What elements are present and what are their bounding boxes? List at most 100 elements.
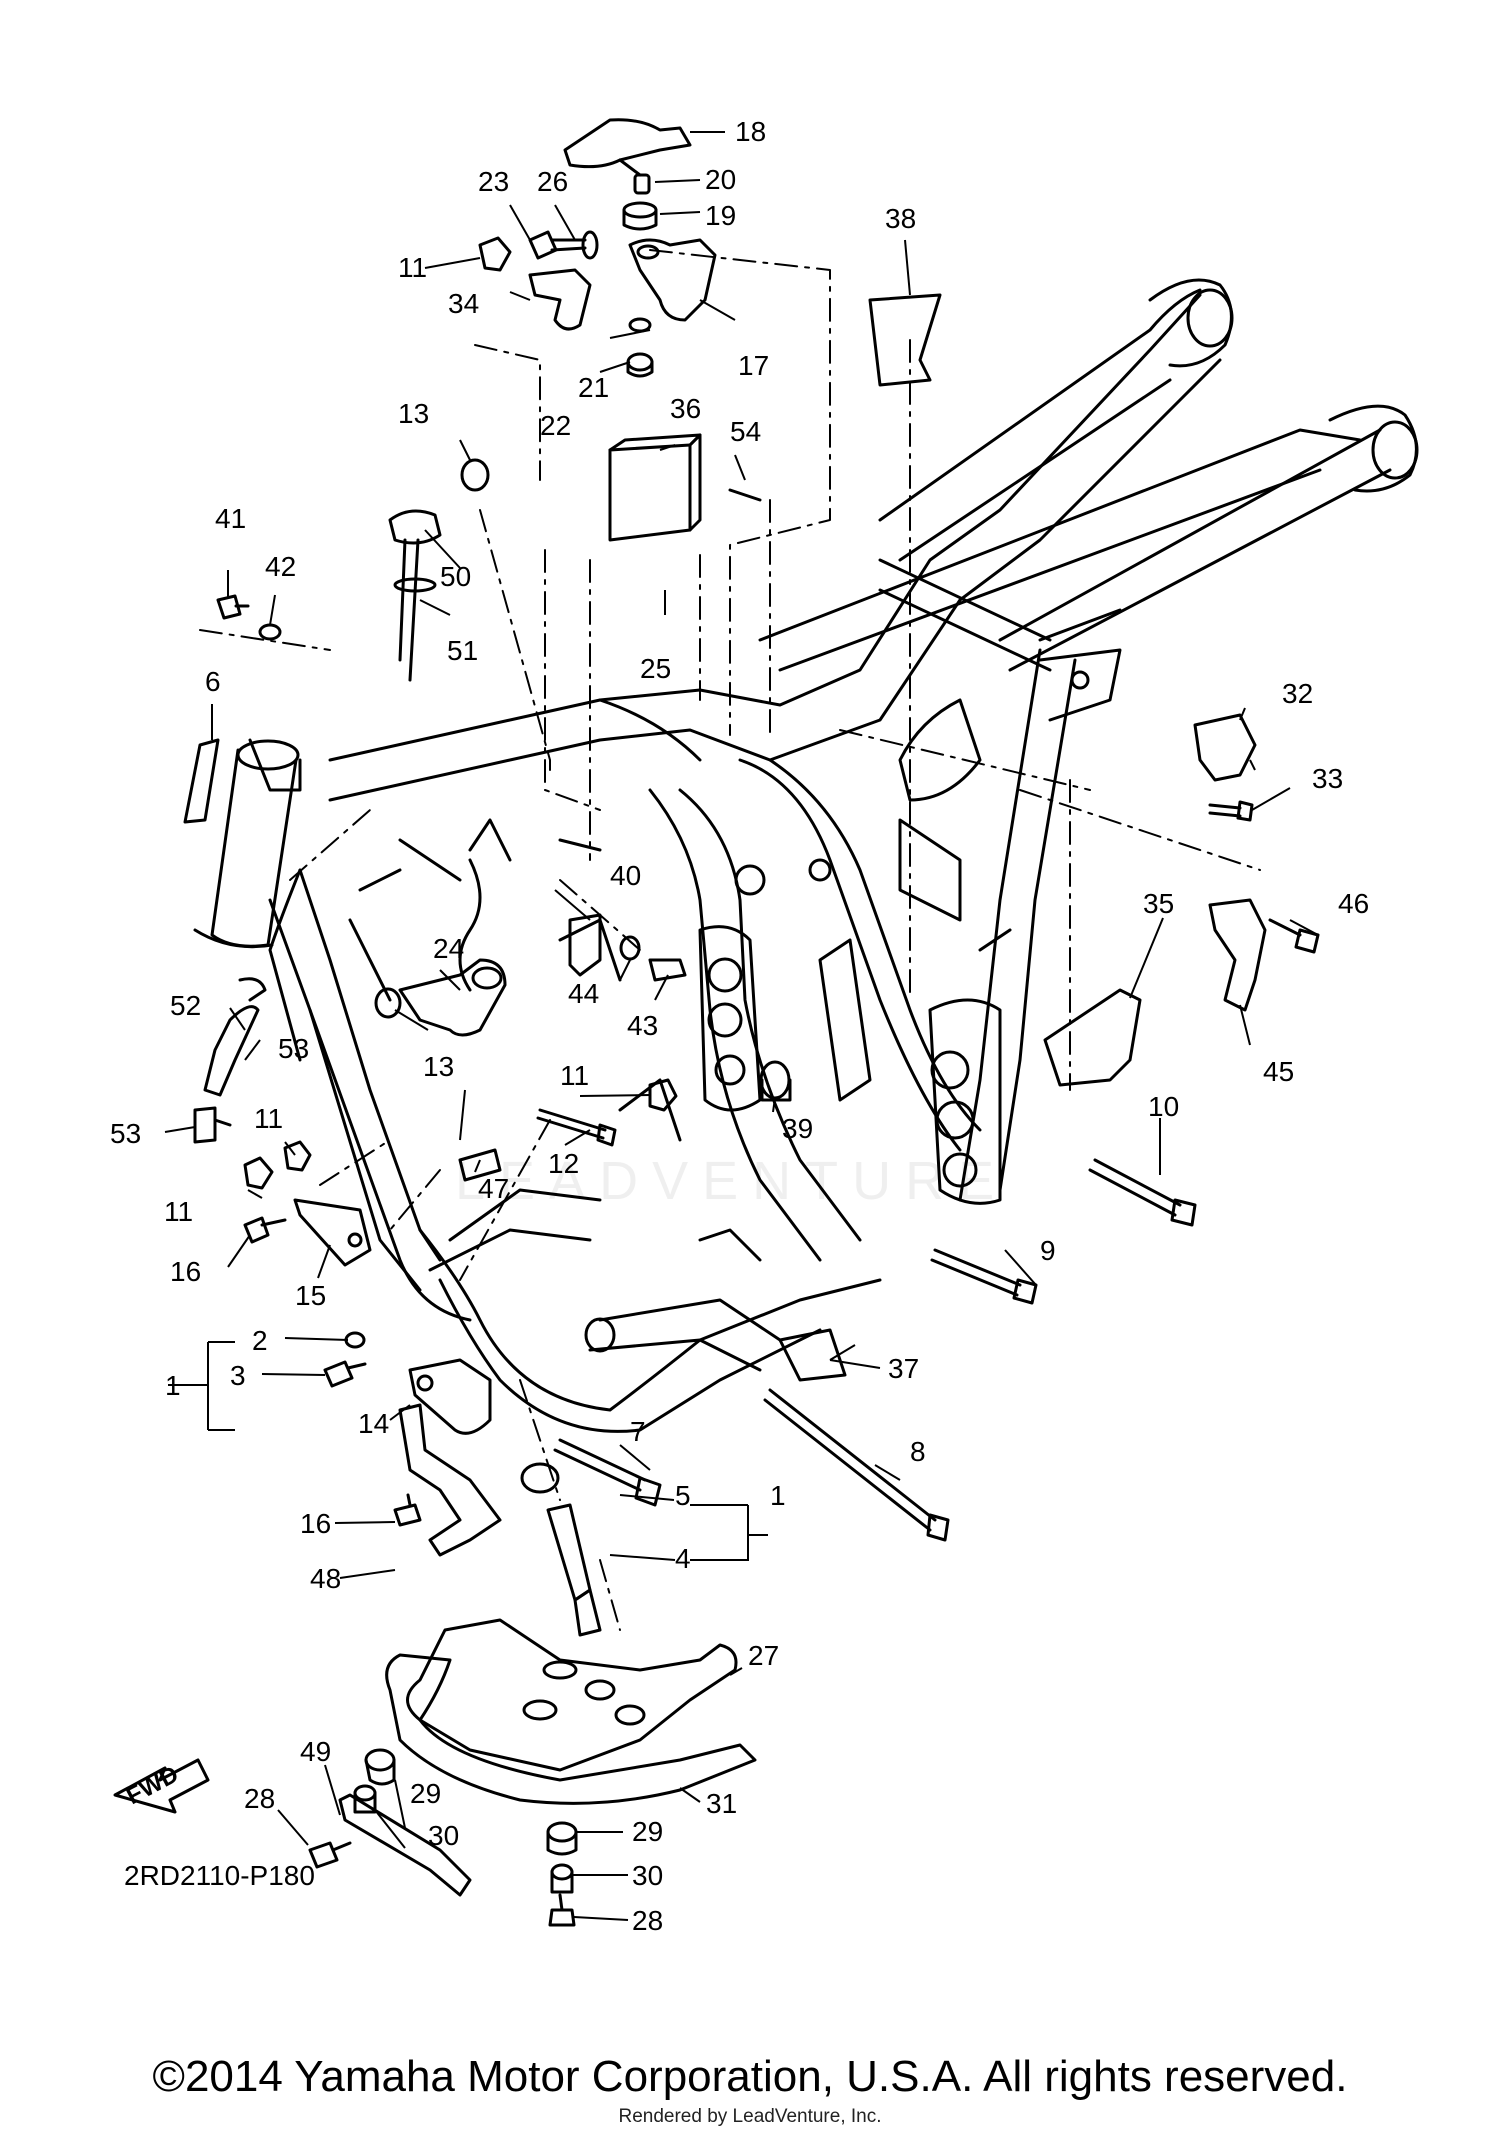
watermark: LEADVENTURE: [455, 1151, 1009, 1211]
callout-6: 6: [205, 666, 221, 697]
part-28-bolt-left: [308, 1841, 352, 1869]
callout-52: 52: [170, 990, 202, 1021]
part-5-grommet: [520, 1462, 560, 1494]
callout-16-lower: 16: [300, 1508, 332, 1539]
callout-7: 7: [630, 1416, 646, 1447]
callout-53-bottom: 53: [110, 1118, 142, 1149]
callout-51: 51: [447, 635, 479, 666]
callout-30-upper: 30: [428, 1820, 460, 1851]
part-34-bracket: [528, 268, 592, 331]
part-10-bolt: [1088, 1158, 1197, 1227]
part-26-washer: [581, 230, 599, 260]
callout-11-center: 11: [560, 1060, 590, 1091]
callout-36: 36: [670, 393, 702, 424]
part-6-sticker: [183, 738, 220, 824]
callout-32: 32: [1282, 678, 1314, 709]
part-12-bolt: [536, 1108, 617, 1147]
part-53-clamp-bottom: [193, 1106, 232, 1144]
callout-48: 48: [310, 1563, 342, 1594]
callout-14: 14: [358, 1408, 390, 1439]
callout-11-top: 11: [398, 252, 428, 283]
fwd-label: FWD: [122, 1761, 183, 1810]
callout-54: 54: [730, 416, 762, 447]
callout-26: 26: [537, 166, 569, 197]
callout-20: 20: [705, 164, 737, 195]
part-21-collar: [628, 317, 652, 333]
part-38-plate: [868, 293, 942, 387]
callout-40: 40: [610, 860, 642, 891]
callout-11-left-b: 11: [164, 1196, 194, 1227]
part-49-bracket: [338, 1793, 472, 1897]
main-frame: [193, 278, 1419, 1433]
part-29-rubber-lower: [546, 1821, 578, 1856]
part-43-bolt: [648, 958, 687, 982]
callout-13-lower: 13: [423, 1051, 455, 1082]
callout-3: 3: [230, 1360, 246, 1391]
part-35-pad: [1043, 988, 1142, 1087]
callout-50: 50: [440, 561, 472, 592]
diagram-code: 2RD2110-P180: [124, 1860, 315, 1891]
callout-13-top: 13: [398, 398, 430, 429]
fwd-arrow-icon: [113, 1758, 210, 1814]
part-13-nut-lower: [374, 987, 402, 1019]
part-20-nut: [633, 173, 651, 195]
part-11-nut-left-b: [243, 1156, 274, 1190]
callout-19: 19: [705, 200, 737, 231]
part-31-guard: [385, 1653, 757, 1805]
callout-11-left-a: 11: [254, 1103, 284, 1134]
callout-5: 5: [675, 1480, 691, 1511]
part-27-skid-plate: [406, 1618, 738, 1772]
part-51-oring: [393, 577, 437, 593]
part-48-bracket: [398, 1403, 502, 1557]
part-11-nut-center: [648, 1078, 678, 1112]
callout-47: 47: [478, 1173, 510, 1204]
callout-53-top: 53: [278, 1033, 310, 1064]
part-17-bracket: [628, 238, 717, 322]
callout-1-left: 1: [165, 1370, 181, 1401]
callout-1-right: 1: [770, 1480, 786, 1511]
callout-28-lower: 28: [632, 1905, 664, 1936]
part-44-washer: [619, 935, 641, 961]
part-16-bolt-lower: [393, 1493, 422, 1527]
callout-42: 42: [265, 551, 297, 582]
part-30-collar-lower: [550, 1863, 574, 1894]
callout-39: 39: [782, 1113, 814, 1144]
copyright-notice: ©2014 Yamaha Motor Corporation, U.S.A. A…: [152, 2052, 1348, 2101]
part-29-rubber-upper: [364, 1748, 396, 1786]
part-23-bolt: [528, 230, 587, 260]
callout-49: 49: [300, 1736, 332, 1767]
callout-43: 43: [627, 1010, 659, 1041]
part-32-bracket: [1193, 713, 1257, 782]
callout-45: 45: [1263, 1056, 1295, 1087]
callout-leaders: [164, 131, 1319, 1921]
callout-27: 27: [748, 1640, 780, 1671]
callout-17: 17: [738, 350, 770, 381]
part-22-nut: [626, 352, 654, 378]
callout-9: 9: [1040, 1235, 1056, 1266]
part-9-bolt: [930, 1248, 1038, 1305]
callout-2: 2: [252, 1325, 268, 1356]
part-2-washer: [344, 1331, 366, 1349]
callout-23: 23: [478, 166, 510, 197]
part-30-collar-upper: [353, 1784, 377, 1814]
part-53-clamp-top: [238, 977, 267, 1002]
callout-30-lower: 30: [632, 1860, 664, 1891]
part-24-bracket: [398, 958, 507, 1037]
part-41-bolt: [216, 594, 250, 620]
part-7-bolt: [553, 1438, 662, 1507]
part-45-bracket: [1208, 898, 1267, 1012]
callout-25: 25: [640, 653, 672, 684]
callout-34: 34: [448, 288, 480, 319]
part-52-hose: [203, 1005, 260, 1097]
part-11-nut-top: [478, 236, 512, 272]
callout-29-upper: 29: [410, 1778, 442, 1809]
part-28-bolt-lower: [548, 1893, 576, 1927]
part-13-nut-top: [460, 458, 490, 492]
part-33-bolt: [1208, 800, 1254, 822]
part-8-bolt: [763, 1388, 950, 1542]
part-40-bracket: [568, 913, 602, 977]
callout-28-left: 28: [244, 1783, 276, 1814]
callout-41: 41: [215, 503, 247, 534]
callout-8: 8: [910, 1436, 926, 1467]
part-37-pad: [778, 1328, 847, 1382]
